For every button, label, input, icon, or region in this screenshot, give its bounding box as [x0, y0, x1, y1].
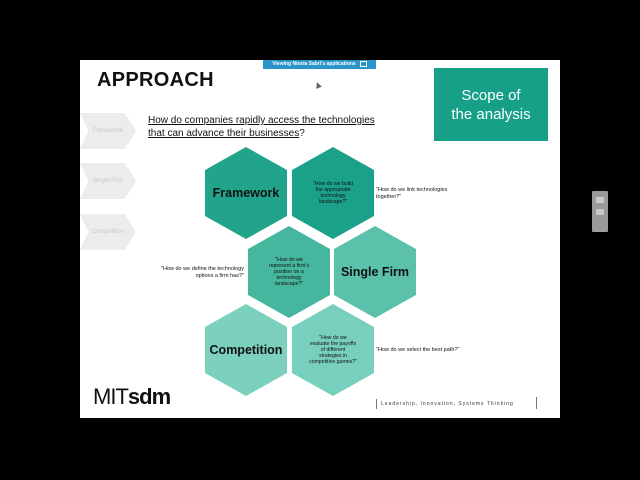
- viewing-banner-text: Viewing Nissia Sabri's applications: [272, 61, 356, 67]
- logo-mit: MIT: [93, 384, 129, 409]
- side-control-panel[interactable]: [592, 191, 608, 232]
- hex-question-evaluate: "How do we evaluate the payoffs of diffe…: [292, 304, 374, 396]
- panel-button-up-icon[interactable]: [596, 197, 604, 203]
- scope-box: Scope of the analysis: [434, 68, 548, 141]
- screen-share-icon: [359, 60, 367, 67]
- mitsdm-logo: MITsdm: [93, 384, 171, 410]
- hex-framework: Framework: [205, 147, 287, 239]
- chevron-single-firm: Single Firm: [80, 163, 136, 199]
- hex-question-build-text: "How do we build the appropriate technol…: [313, 181, 353, 205]
- tagline-divider: [536, 397, 537, 409]
- side-question-link: "How do we link technologies together?": [376, 187, 448, 200]
- viewing-banner[interactable]: Viewing Nissia Sabri's applications: [263, 60, 376, 69]
- hex-competition: Competition: [205, 304, 287, 396]
- chevron-competition: Competition: [80, 214, 136, 250]
- research-question-end: ?: [299, 128, 305, 139]
- hex-framework-label: Framework: [212, 186, 280, 200]
- side-question-define: "How do we define the technology options…: [161, 266, 244, 279]
- presentation-slide: APPROACH Scope of the analysis Framework…: [80, 60, 560, 418]
- hex-single-firm: Single Firm: [334, 226, 416, 318]
- side-question-select: "How do we select the best path?": [376, 347, 460, 353]
- chevron-framework: Framework: [80, 113, 136, 149]
- research-question: How do companies rapidly access the tech…: [148, 114, 388, 140]
- logo-sdm: sdm: [127, 384, 171, 409]
- hex-question-represent-text: "How do we represent a firm's position o…: [269, 257, 309, 287]
- tagline: Leadership, Innovation, Systems Thinking: [376, 399, 514, 409]
- hex-question-build: "How do we build the appropriate technol…: [292, 147, 374, 239]
- scope-line-1: Scope of: [461, 86, 521, 104]
- panel-button-down-icon[interactable]: [596, 209, 604, 215]
- slide-title: APPROACH: [97, 69, 214, 91]
- hex-competition-label: Competition: [209, 343, 283, 357]
- hex-question-represent: "How do we represent a firm's position o…: [248, 226, 330, 318]
- scope-line-2: the analysis: [451, 105, 531, 123]
- research-question-main: How do companies rapidly access the tech…: [148, 115, 375, 139]
- hex-question-evaluate-text: "How do we evaluate the payoffs of diffe…: [309, 335, 357, 365]
- hex-single-firm-label: Single Firm: [340, 265, 410, 279]
